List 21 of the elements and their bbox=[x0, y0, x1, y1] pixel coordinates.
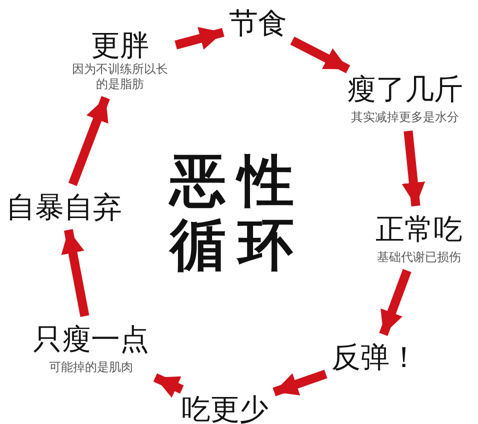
arrow bbox=[68, 96, 110, 186]
arrow bbox=[290, 36, 350, 74]
note-text: 其实减掉更多是水分 bbox=[350, 110, 460, 125]
note-text: 因为不训练所以长的是脂肪 bbox=[71, 62, 169, 92]
arrow bbox=[402, 130, 426, 206]
step-label: 正常吃 bbox=[376, 212, 462, 246]
note-text: 基础代谢已损伤 bbox=[376, 250, 462, 265]
arrow bbox=[174, 27, 224, 50]
step-label: 反弹！ bbox=[332, 340, 418, 374]
note-text: 可能掉的是肌肉 bbox=[48, 360, 134, 375]
step-label: 更胖 bbox=[91, 28, 149, 62]
arrow bbox=[272, 370, 328, 396]
step-label: 节食 bbox=[229, 6, 287, 40]
arrow bbox=[153, 373, 184, 398]
step-label: 自暴自弃 bbox=[6, 190, 122, 224]
step-label: 只瘦一点 bbox=[33, 322, 149, 356]
step-label: 吃更少 bbox=[182, 392, 268, 424]
title: 恶性循环 bbox=[168, 150, 307, 278]
arrow bbox=[379, 269, 412, 336]
step-label: 瘦了几斤 bbox=[347, 72, 463, 106]
arrow bbox=[61, 229, 90, 317]
